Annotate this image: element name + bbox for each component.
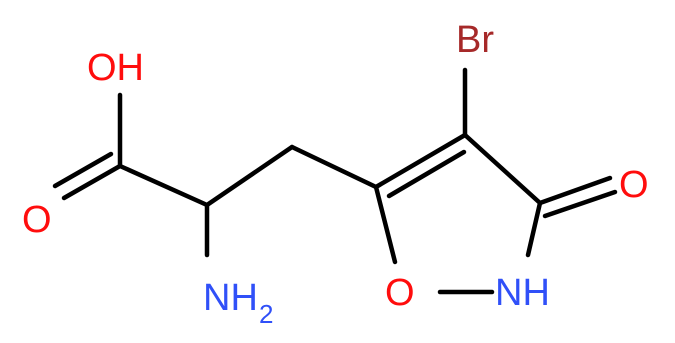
bond-c3-o-a xyxy=(537,175,613,206)
bond-c1-o-double-a xyxy=(61,163,123,201)
atom-br: Br xyxy=(456,19,494,61)
bond-c1-o-double-b xyxy=(52,151,114,189)
bond-c5-c4-a xyxy=(373,132,468,190)
bond-c3-o-b xyxy=(542,189,618,219)
bond-ch2-c5 xyxy=(289,144,379,190)
bond-c1-calpha xyxy=(117,163,210,208)
atom-o-acid: O xyxy=(22,199,52,241)
atom-oh: OH xyxy=(87,47,144,89)
atom-nh2: NH xyxy=(203,277,258,319)
bond-calpha-ch2 xyxy=(204,144,295,208)
atom-o-ring: O xyxy=(385,272,415,314)
bond-c5-c4-b xyxy=(386,149,467,199)
atom-o-keto: O xyxy=(619,164,649,206)
bond-c3-n xyxy=(525,200,543,258)
atom-nh2-subscript: 2 xyxy=(259,299,273,329)
atom-labels: OH O NH 2 Br O O NH xyxy=(22,19,649,329)
bonds xyxy=(52,67,618,295)
bond-c4-c3 xyxy=(462,132,543,206)
atom-nh-ring: NH xyxy=(495,272,550,314)
bond-o-c5 xyxy=(373,184,398,265)
